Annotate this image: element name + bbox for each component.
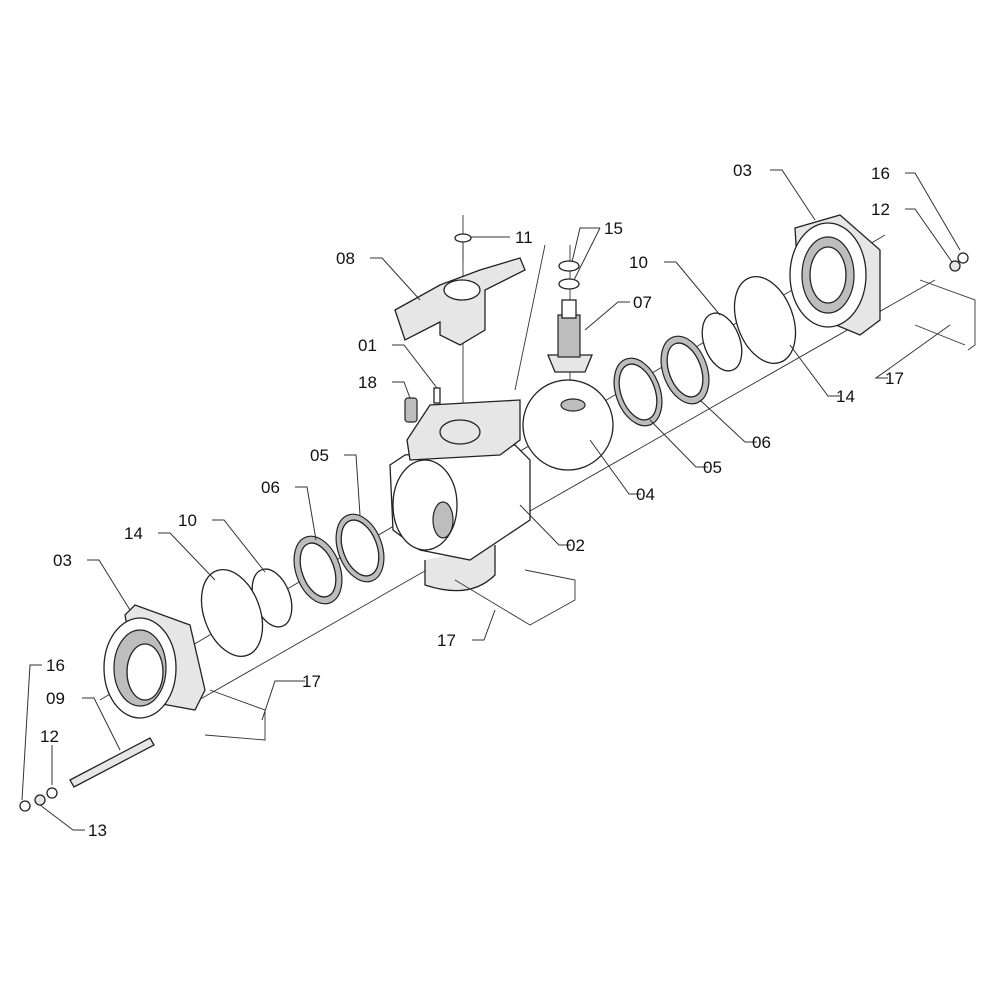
label-03-left: 03: [53, 551, 72, 570]
part-02-valve-body: [389, 399, 531, 592]
part-16-12-13-left-nut-washers: [19, 787, 58, 812]
part-14-right-oring: [733, 275, 797, 365]
label-07: 07: [633, 293, 652, 312]
label-08: 08: [336, 249, 355, 268]
label-04: 04: [636, 485, 655, 504]
label-15: 15: [604, 219, 623, 238]
label-16-left: 16: [46, 656, 65, 675]
leader-lines: [21, 169, 961, 831]
part-04-ball: [522, 379, 614, 471]
part-17-right-rod: [914, 279, 976, 351]
label-05-left: 05: [310, 446, 329, 465]
label-10-left: 10: [178, 511, 197, 530]
label-17-right: 17: [885, 369, 904, 388]
label-17-left: 17: [302, 672, 321, 691]
label-12-right: 12: [871, 200, 890, 219]
part-03-left-flange: [103, 604, 206, 719]
label-03-right: 03: [733, 161, 752, 180]
label-05-right: 05: [703, 458, 722, 477]
part-18-insert: [404, 397, 418, 423]
part-05-right-seal: [613, 357, 663, 427]
label-13: 13: [88, 821, 107, 840]
label-09: 09: [46, 689, 65, 708]
label-14-right: 14: [836, 387, 855, 406]
part-06-right-seat: [660, 335, 710, 405]
part-06-left-seat: [293, 535, 343, 605]
label-06-right: 06: [752, 433, 771, 452]
label-17-mid: 17: [437, 631, 456, 650]
label-02: 02: [566, 536, 585, 555]
label-10-right: 10: [629, 253, 648, 272]
part-15-stem-orings: [558, 260, 580, 290]
part-17-left-rod: [204, 689, 266, 741]
label-16-right: 16: [871, 164, 890, 183]
part-03-right-flange: [789, 214, 881, 336]
part-labels: 03 16 12 15 11 08 10 07 01 17 18 14 06 0…: [40, 161, 904, 840]
part-17-mid-rod: [454, 569, 576, 626]
label-18: 18: [358, 373, 377, 392]
label-01: 01: [358, 336, 377, 355]
part-11-screw: [454, 233, 472, 262]
label-14-left: 14: [124, 524, 143, 543]
label-06-left: 06: [261, 478, 280, 497]
part-01-pin: [433, 387, 441, 404]
part-16-12-right-nut-washer: [949, 252, 969, 272]
label-11: 11: [515, 228, 533, 247]
part-10-right-ring: [701, 312, 743, 372]
part-09-stud: [69, 737, 155, 788]
part-14-left-oring: [200, 568, 264, 658]
label-12-left: 12: [40, 727, 59, 746]
part-08-handle: [394, 257, 526, 346]
part-05-left-seal: [335, 513, 385, 583]
part-07-stem: [547, 299, 593, 373]
